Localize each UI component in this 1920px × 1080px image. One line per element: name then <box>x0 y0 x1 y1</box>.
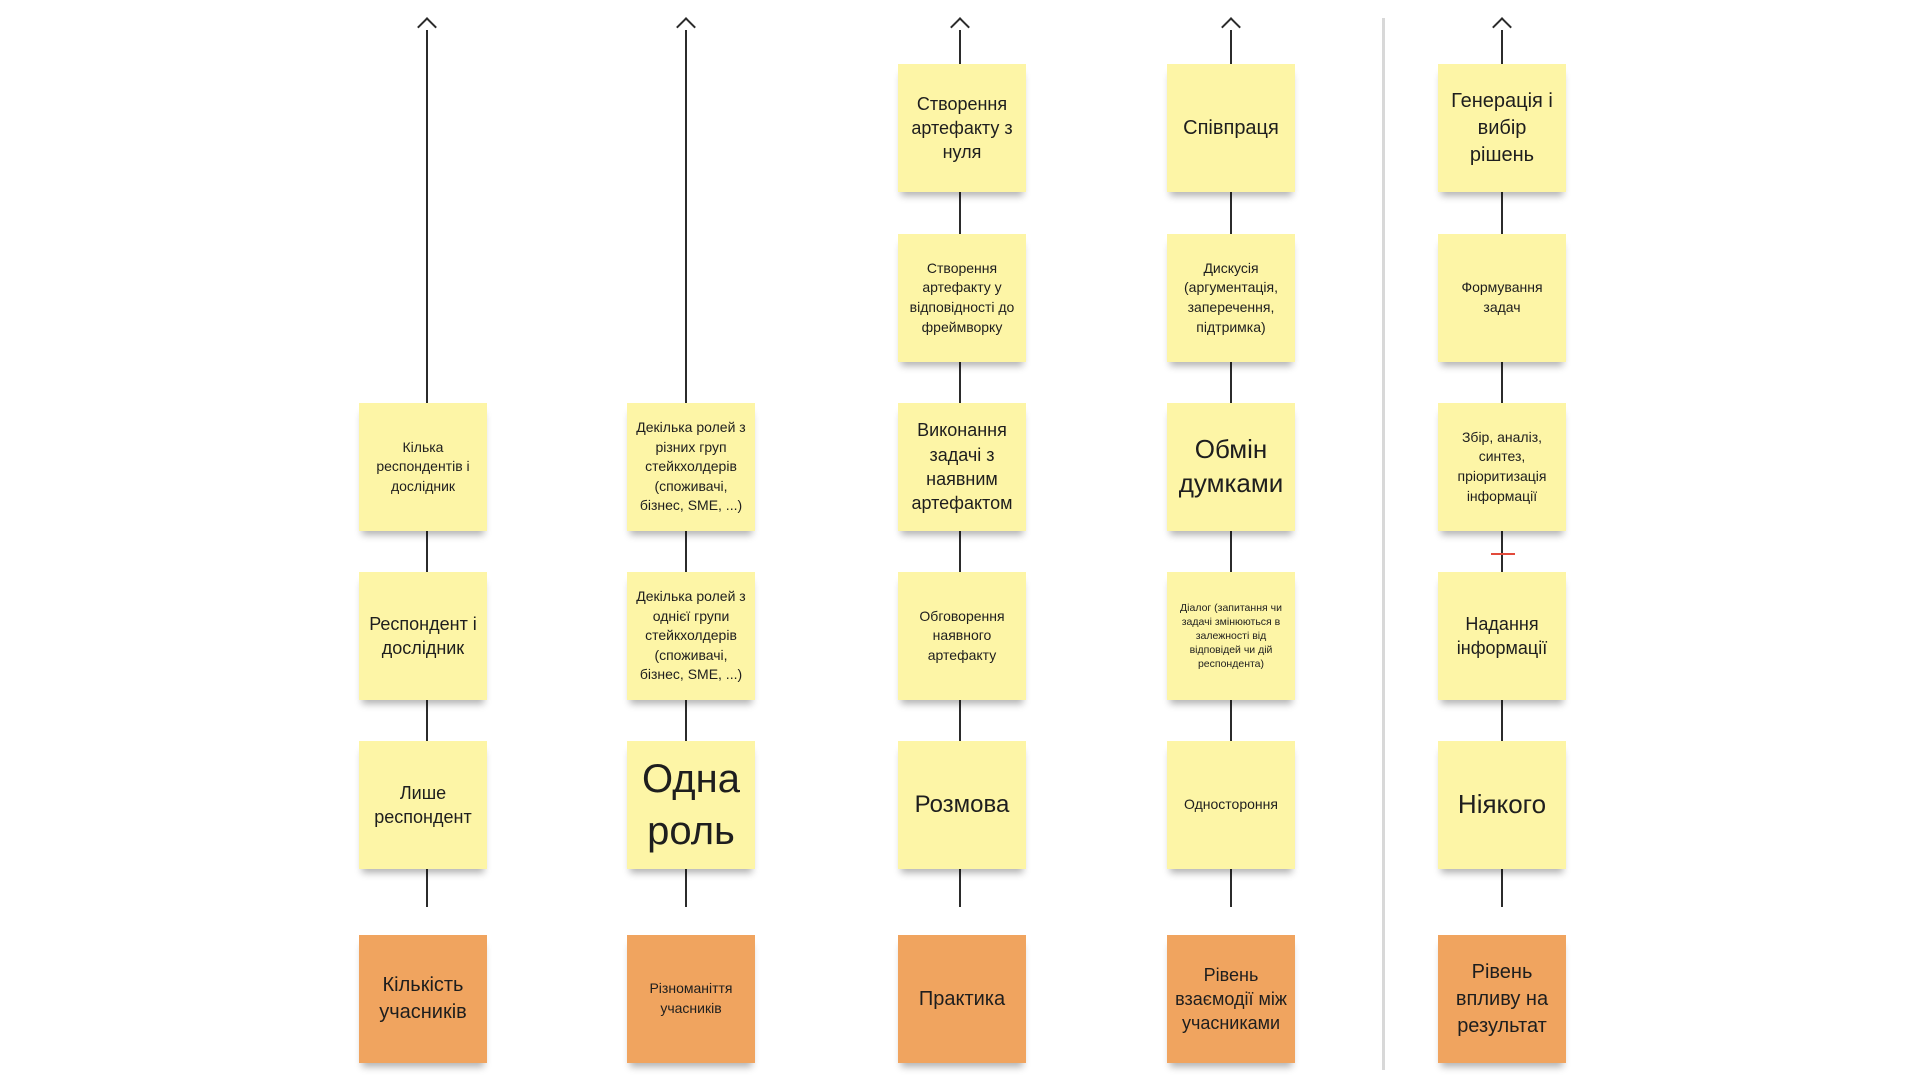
section-divider <box>1382 18 1385 1070</box>
sticky-level-2[interactable]: Респондент і дослідник <box>359 572 487 700</box>
sticky-level-1[interactable]: Ніякого <box>1438 741 1566 869</box>
sticky-level-4[interactable]: Створення артефакту у відповідності до ф… <box>898 234 1026 362</box>
sticky-level-3[interactable]: Виконання задачі з наявним артефактом <box>898 403 1026 531</box>
sticky-level-4[interactable]: Формування задач <box>1438 234 1566 362</box>
sticky-level-5[interactable]: Створення артефакту з нуля <box>898 64 1026 192</box>
red-marker <box>1491 553 1515 555</box>
sticky-header-participants-diversity[interactable]: Різноманіття учасників <box>627 935 755 1063</box>
sticky-level-2[interactable]: Обговорення наявного артефакту <box>898 572 1026 700</box>
sticky-level-3[interactable]: Збір, аналіз, синтез, пріоритизація інфо… <box>1438 403 1566 531</box>
sticky-header-influence-level[interactable]: Рівень впливу на результат <box>1438 935 1566 1063</box>
axis-arrow-up-icon <box>1492 17 1512 37</box>
axis-arrow-up-icon <box>950 17 970 37</box>
sticky-level-5[interactable]: Співпраця <box>1167 64 1295 192</box>
sticky-level-1[interactable]: Одностороння <box>1167 741 1295 869</box>
sticky-level-3[interactable]: Кілька респондентів і дослідник <box>359 403 487 531</box>
sticky-level-5[interactable]: Генерація і вибір рішень <box>1438 64 1566 192</box>
sticky-header-practice[interactable]: Практика <box>898 935 1026 1063</box>
sticky-level-1[interactable]: Лише респондент <box>359 741 487 869</box>
sticky-level-3[interactable]: Обмін думками <box>1167 403 1295 531</box>
sticky-header-participants-count[interactable]: Кількість учасників <box>359 935 487 1063</box>
axis-arrow-up-icon <box>676 17 696 37</box>
sticky-level-4[interactable]: Дискусія (аргументація, заперечення, під… <box>1167 234 1295 362</box>
sticky-level-3[interactable]: Декілька ролей з різних груп стейкхолдер… <box>627 403 755 531</box>
sticky-level-2[interactable]: Надання інформації <box>1438 572 1566 700</box>
sticky-level-2[interactable]: Декілька ролей з однієї групи стейкхолде… <box>627 572 755 700</box>
sticky-level-2[interactable]: Діалог (запитання чи задачі змінюються в… <box>1167 572 1295 700</box>
sticky-header-interaction-level[interactable]: Рівень взаємодії між учасниками <box>1167 935 1295 1063</box>
axis-arrow-up-icon <box>417 17 437 37</box>
sticky-level-1[interactable]: Одна роль <box>627 741 755 869</box>
axis-arrow-up-icon <box>1221 17 1241 37</box>
sticky-level-1[interactable]: Розмова <box>898 741 1026 869</box>
